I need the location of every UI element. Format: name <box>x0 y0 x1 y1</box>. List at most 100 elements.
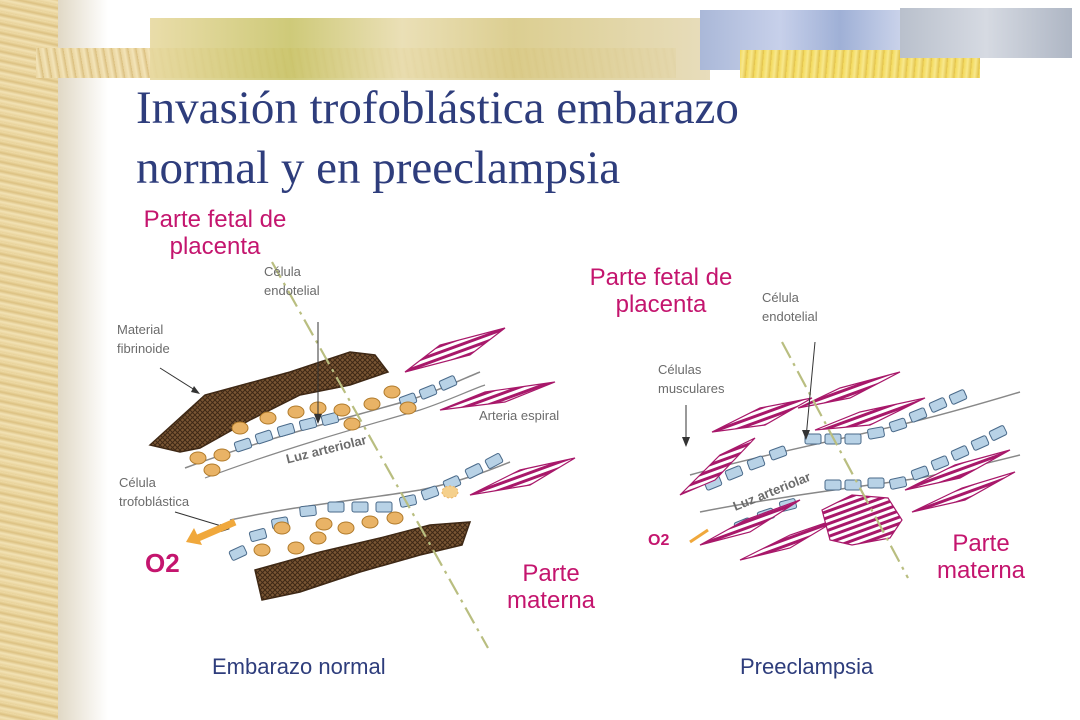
trophoblast-cell <box>287 541 305 555</box>
muscle-cell <box>439 381 556 411</box>
endothelial-cell <box>804 433 822 445</box>
trophoblast-cell-invading <box>441 485 459 499</box>
endothelial-cell <box>988 425 1008 441</box>
muscle-cell <box>797 371 901 409</box>
trophoblast-cell <box>273 521 291 535</box>
endothelial-cell <box>327 501 345 513</box>
trophoblast-cell <box>343 417 361 431</box>
endothelial-cell <box>908 407 928 423</box>
normal-caption: Embarazo normal <box>212 654 386 679</box>
normal-maternal-label: Parte materna <box>486 560 616 614</box>
trophoblast-cell <box>259 411 277 425</box>
pointer-fibrinoid <box>159 367 199 393</box>
endothelial-cell <box>248 528 268 542</box>
trophoblast-cell <box>309 531 327 545</box>
preeclampsia-diagram <box>679 341 1021 579</box>
endothelial-cell <box>464 463 484 479</box>
endothelial-cell <box>233 437 253 453</box>
endothelial-cell <box>889 476 907 490</box>
endothelial-cell <box>928 397 948 413</box>
trophoblast-cell <box>363 397 381 411</box>
muscle-cell <box>404 327 506 373</box>
fibrinoid-label: Material fibrinoide <box>117 320 170 358</box>
left-texture-strip <box>0 0 58 720</box>
pe-o2-label: O2 <box>648 532 670 549</box>
trophoblast-cell <box>333 403 351 417</box>
endothelial-cell <box>888 417 908 433</box>
title-line-2: normal y en preeclampsia <box>136 142 621 194</box>
trophoblast-cell <box>361 515 379 529</box>
endothelial-cell <box>910 465 930 481</box>
trophoblast-label-line2: trofoblástica <box>119 494 190 509</box>
muscle-cells-normal <box>404 327 576 496</box>
vessel-wall-upper-inner <box>204 384 486 479</box>
normal-fetal-label-line2: placenta <box>169 233 261 260</box>
muscle-label-line2: musculares <box>658 381 725 396</box>
axis-line-normal <box>271 261 489 649</box>
pointer-fibrinoid-head <box>191 386 200 394</box>
endothelial-cell <box>228 545 248 561</box>
pe-fetal-label: Parte fetal de placenta <box>556 264 766 318</box>
endothelial-cell <box>375 501 393 513</box>
endothelial-cell <box>438 375 458 391</box>
endothelial-cell <box>844 433 862 445</box>
trophoblast-cells <box>189 385 459 557</box>
endothelial-cell <box>970 435 990 451</box>
normal-maternal-label-line2: materna <box>506 587 596 614</box>
normal-diagram <box>148 261 576 649</box>
muscle-cell <box>711 397 813 433</box>
axis-line-pe <box>781 341 909 579</box>
endothelial-cell <box>867 477 885 489</box>
pe-maternal-label: Parte materna <box>916 530 1046 584</box>
endothelial-cell <box>768 445 788 461</box>
trophoblast-cell <box>213 448 231 462</box>
muscle-cell <box>679 437 756 496</box>
endothelial-cell <box>320 412 340 426</box>
normal-endothelial-label-line1: Célula <box>264 264 301 279</box>
endothelial-cell <box>276 422 296 438</box>
spiral-artery-label: Arteria espiral <box>479 408 560 423</box>
pointer-endothelial-pe <box>805 341 816 439</box>
normal-endothelial-label: Célula endotelial <box>264 262 320 300</box>
trophoblast-cell <box>383 385 401 399</box>
trophoblast-label: Célula trofoblástica <box>119 473 189 511</box>
endothelial-cell <box>867 426 885 440</box>
normal-fetal-label-line1: Parte fetal de <box>143 206 287 233</box>
trophoblast-cell <box>189 451 207 465</box>
normal-fetal-label: Parte fetal de placenta <box>110 206 320 260</box>
endothelial-cell <box>299 504 317 518</box>
pe-caption: Preeclampsia <box>740 654 874 679</box>
trophoblast-cell <box>315 517 333 531</box>
slide-title: Invasión trofoblástica embarazo normal y… <box>136 78 936 198</box>
endothelial-cell <box>844 479 862 491</box>
trophoblast-cell <box>253 543 271 557</box>
pe-fetal-label-line2: placenta <box>615 291 707 318</box>
o2-arrow-normal <box>196 518 237 542</box>
endothelial-cell <box>418 384 438 400</box>
fibrinoid-upper <box>148 351 390 453</box>
muscle-cell <box>904 449 1011 491</box>
trophoblast-cell <box>399 401 417 415</box>
muscle-cell-cluster <box>821 494 903 546</box>
pe-fetal-label-line1: Parte fetal de <box>589 264 733 291</box>
trophoblast-cell <box>386 511 404 525</box>
muscle-label: Células musculares <box>658 360 724 398</box>
muscle-cell <box>814 397 926 431</box>
top-gray-collage <box>900 8 1072 58</box>
trophoblast-cell <box>287 405 305 419</box>
trophoblast-label-line1: Célula <box>119 475 156 490</box>
trophoblast-cell <box>203 463 221 477</box>
muscle-cell <box>469 457 576 496</box>
fibrinoid-label-line2: fibrinoide <box>117 341 170 356</box>
muscle-cell <box>699 499 801 546</box>
endothelial-cell <box>930 455 950 471</box>
normal-maternal-label-line1: Parte <box>522 560 580 587</box>
pe-endothelial-label-line1: Célula <box>762 290 799 305</box>
endothelial-cell <box>420 485 440 501</box>
endothelial-cell <box>254 429 274 445</box>
endothelial-cell <box>724 465 744 481</box>
pe-maternal-label-line1: Parte <box>952 530 1010 557</box>
endothelial-cell <box>824 479 842 491</box>
endothelial-cell <box>484 453 504 469</box>
